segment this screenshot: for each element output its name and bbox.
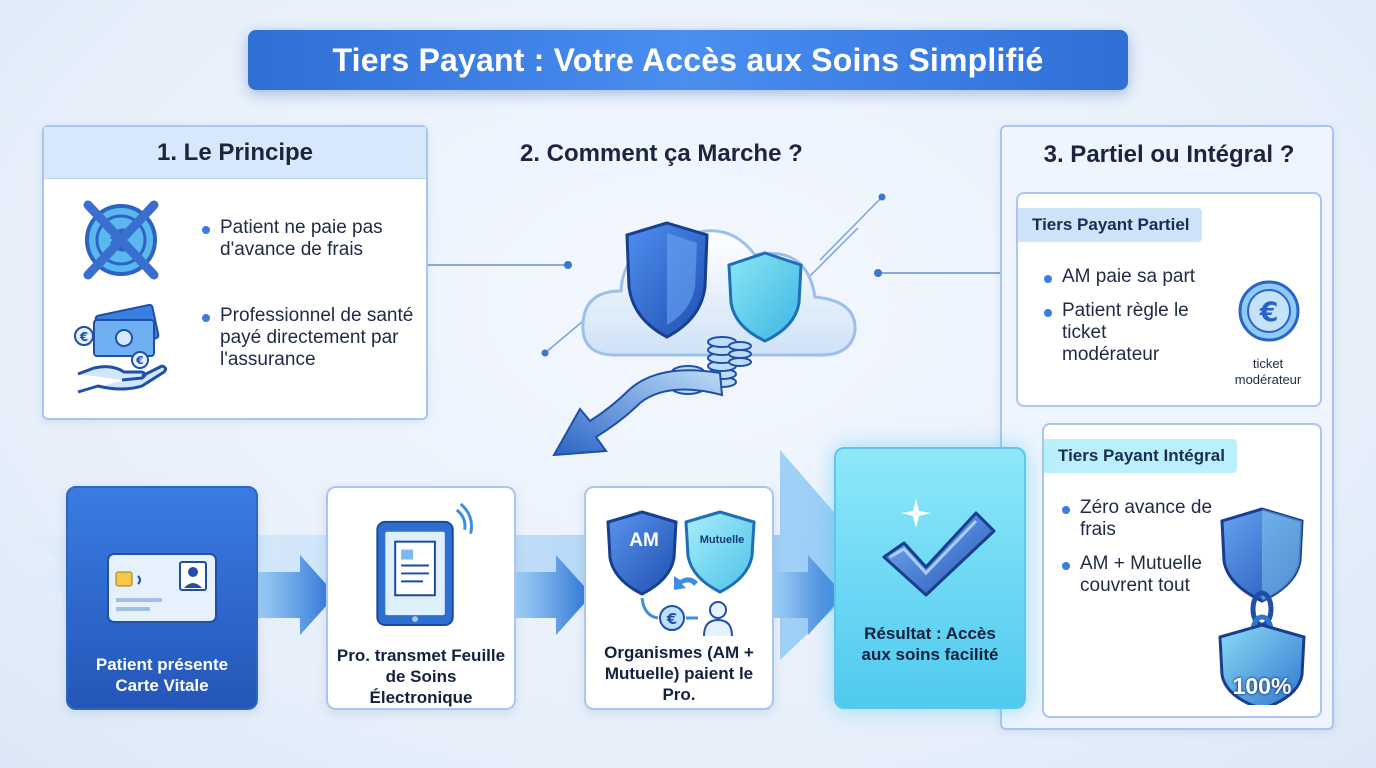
step-card-2: Pro. transmet Feuille de Soins Électroni… — [326, 486, 516, 710]
step-card-1: Patient présente Carte Vitale — [66, 486, 258, 710]
integral-bullet-2: AM + Mutuelle couvrent tout — [1062, 553, 1222, 597]
step-card-3: € AM Mutuelle Organismes (AM + Mutuelle)… — [584, 486, 774, 710]
integral-badge: 100% — [1232, 673, 1292, 699]
shield-am-label: AM — [629, 530, 659, 551]
step-card-4: Résultat : Accès aux soins facilité — [834, 447, 1026, 709]
partial-card: Tiers Payant Partiel AM paie sa part Pat… — [1016, 192, 1322, 407]
linked-shields-icon — [1218, 507, 1306, 705]
vitale-card-icon — [107, 553, 217, 623]
checkmark-icon — [882, 499, 996, 597]
principe-panel: 1. Le Principe € € € Patient ne paie pas… — [42, 125, 428, 420]
partial-coin-caption: ticket modérateur — [1234, 356, 1302, 387]
principe-bullet-1: Patient ne paie pas d'avance de frais — [202, 217, 417, 261]
shield-mutuelle-label: Mutuelle — [699, 534, 745, 546]
partial-tag: Tiers Payant Partiel — [1018, 208, 1202, 242]
principe-heading: 1. Le Principe — [44, 127, 426, 179]
integral-card: Tiers Payant Intégral Zéro avance de fra… — [1042, 423, 1322, 718]
partial-bullet-1: AM paie sa part — [1044, 266, 1214, 288]
integral-tag: Tiers Payant Intégral — [1044, 439, 1237, 473]
curved-arrow-icon — [552, 369, 724, 457]
step-label-4: Résultat : Accès aux soins facilité — [861, 624, 999, 664]
euro-coin-icon: € — [1238, 280, 1300, 342]
integral-bullet-1: Zéro avance de frais — [1062, 497, 1217, 541]
step-label-3: Organismes (AM + Mutuelle) paient le Pro… — [604, 643, 754, 704]
svg-text:€: € — [79, 330, 88, 344]
tablet-document-icon — [376, 502, 473, 627]
page-title: Tiers Payant : Votre Accès aux Soins Sim… — [248, 30, 1128, 90]
principe-bullet-2: Professionnel de santé payé directement … — [202, 305, 417, 371]
partial-bullet-2: Patient règle le ticket modérateur — [1044, 300, 1204, 366]
money-hand-icon: € € — [74, 303, 168, 394]
no-coin-icon: € — [83, 200, 159, 280]
comment-heading: 2. Comment ça Marche ? — [520, 140, 803, 167]
cloud-icon — [581, 221, 857, 357]
svg-text:€: € — [666, 610, 677, 628]
shields-payment-icon: € — [606, 510, 756, 636]
svg-text:€: € — [135, 354, 144, 367]
partiel-heading: 3. Partiel ou Intégral ? — [1043, 141, 1295, 168]
partiel-panel: 3. Partiel ou Intégral ? Tiers Payant Pa… — [1000, 125, 1334, 730]
step-label-1: Patient présente Carte Vitale — [95, 655, 229, 695]
step-label-2: Pro. transmet Feuille de Soins Électroni… — [336, 646, 506, 707]
svg-text:€: € — [1259, 297, 1279, 328]
